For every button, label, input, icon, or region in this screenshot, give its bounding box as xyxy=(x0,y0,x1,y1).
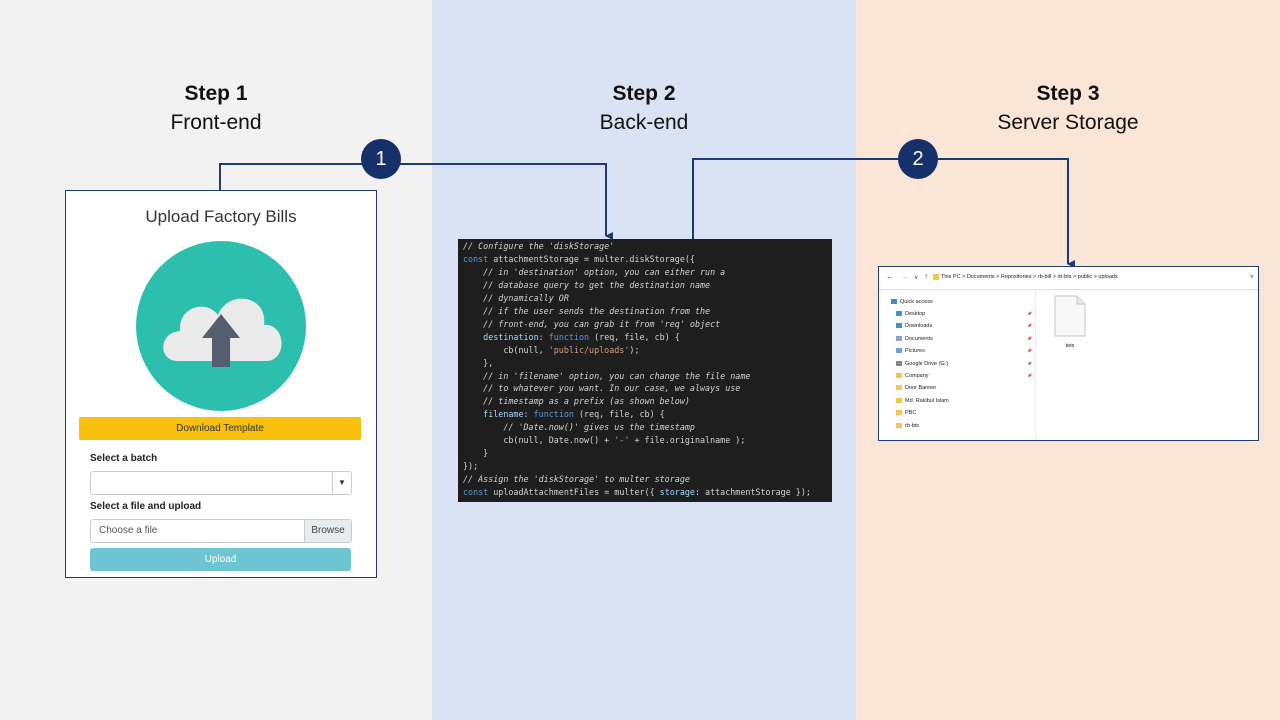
code-line: // if the user sends the destination fro… xyxy=(463,305,711,316)
code-line: }); xyxy=(463,461,479,472)
sidebar-item[interactable]: Documents xyxy=(896,336,933,342)
code-line: // 'Date.now()' gives us the timestamp xyxy=(463,422,695,433)
sidebar-item-label: Downloads xyxy=(905,323,933,330)
file-input-placeholder: Choose a file xyxy=(99,525,158,536)
code-line: const uploadAttachmentFiles = multer({ s… xyxy=(463,487,811,498)
sidebar-item[interactable]: Door Banner xyxy=(896,385,936,391)
browse-button[interactable]: Browse xyxy=(304,520,351,542)
step2-title: Step 2 xyxy=(612,82,676,105)
file-label: Select a file and upload xyxy=(90,501,202,512)
sidebar-item[interactable]: PBC xyxy=(896,410,916,416)
sidebar-item[interactable]: Desktop xyxy=(896,311,925,317)
file-explorer-window: ← → ∨ ↑ This PC > Documents > Repositori… xyxy=(878,266,1259,441)
file-name[interactable]: tets xyxy=(1065,343,1075,349)
sidebar-item-label: PBC xyxy=(905,410,917,417)
folder-path-icon xyxy=(933,273,939,282)
sidebar-item[interactable]: Pictures xyxy=(896,348,925,354)
connector-1 xyxy=(219,163,613,240)
sidebar-item[interactable]: Company xyxy=(896,373,929,379)
folder-icon xyxy=(896,422,902,428)
card-title: Upload Factory Bills xyxy=(145,207,297,226)
address-dropdown-icon[interactable]: ∨ xyxy=(1249,274,1254,280)
recent-chevron-icon[interactable]: ∨ xyxy=(914,275,919,281)
batch-select[interactable]: ▼ xyxy=(90,471,352,495)
sidebar-item[interactable]: rb-bts xyxy=(896,423,919,429)
code-line: // in 'filename' option, you can change … xyxy=(463,370,751,381)
dropdown-arrow-icon[interactable]: ▼ xyxy=(332,472,351,494)
step2-subtitle: Back-end xyxy=(599,111,689,134)
code-line: // database query to get the destination… xyxy=(463,279,711,290)
sidebar-item-label: Company xyxy=(905,373,929,379)
code-line: // Assign the 'diskStorage' to multer st… xyxy=(463,474,690,485)
code-line: cb(null, Date.now() + '-' + file.origina… xyxy=(463,435,746,446)
desktop-icon xyxy=(896,311,902,317)
address-bar: ← → ∨ ↑ This PC > Documents > Repositori… xyxy=(879,267,1258,290)
step2-heading: Step 2 Back-end xyxy=(432,80,856,138)
star-icon xyxy=(891,299,897,305)
code-line: const attachmentStorage = multer.diskSto… xyxy=(463,253,695,264)
sidebar-item-label: Desktop xyxy=(905,311,926,317)
connector-2 xyxy=(692,158,1075,268)
sidebar-item-label: Md. Rakibul Islam xyxy=(905,397,949,404)
pin-icon[interactable]: 📌 xyxy=(1027,335,1032,341)
code-line: // to whatever you want. In our case, we… xyxy=(463,383,741,394)
code-line: // front-end, you can grab it from 'req'… xyxy=(463,318,721,329)
file-input[interactable]: Choose a file Browse xyxy=(90,519,352,543)
forward-arrow-icon[interactable]: → xyxy=(901,272,909,281)
code-line: }, xyxy=(463,357,494,368)
upload-button[interactable]: Upload xyxy=(90,548,351,571)
step1-heading: Step 1 Front-end xyxy=(0,80,432,138)
sidebar-item[interactable]: Quick access xyxy=(891,299,933,305)
sidebar-item-label: rb-bts xyxy=(905,422,920,429)
pin-icon[interactable]: 📌 xyxy=(1027,323,1032,329)
pin-icon[interactable]: 📌 xyxy=(1027,373,1032,378)
code-line: } xyxy=(463,448,489,459)
step1-title: Step 1 xyxy=(184,82,248,105)
document-icon xyxy=(896,335,902,341)
sidebar-item-label: Pictures xyxy=(905,348,925,355)
step3-heading: Step 3 Server Storage xyxy=(856,80,1280,138)
folder-icon xyxy=(896,397,902,403)
code-line: filename: function (req, file, cb) { xyxy=(483,409,665,420)
code-line: destination: function (req, file, cb) { xyxy=(483,331,680,342)
step-badge-1: 1 xyxy=(361,139,401,179)
sidebar-item[interactable]: Md. Rakibul Islam xyxy=(896,398,949,404)
sidebar-item-label: Quick access xyxy=(900,299,933,305)
step-badge-2: 2 xyxy=(898,139,938,179)
folder-icon xyxy=(896,385,902,391)
sidebar-item-label: Google Drive (G:) xyxy=(905,360,949,367)
folder-icon xyxy=(896,373,902,379)
code-block: // Configure the 'diskStorage' const atta… xyxy=(458,239,832,502)
code-line: // timestamp as a prefix (as shown below… xyxy=(463,396,690,407)
sidebar-item-label: Door Banner xyxy=(905,385,937,392)
step3-title: Step 3 xyxy=(1036,82,1100,105)
download-icon xyxy=(896,323,902,329)
back-arrow-icon[interactable]: ← xyxy=(886,272,894,281)
upload-form-card: Upload Factory Bills Download Template S… xyxy=(65,190,377,578)
sidebar-item[interactable]: Downloads xyxy=(896,323,932,329)
sidebar-item-label: Documents xyxy=(905,335,933,342)
sidebar-item[interactable]: Google Drive (G:) xyxy=(896,361,948,367)
download-template-button[interactable]: Download Template xyxy=(79,417,361,440)
code-line: // Configure the 'diskStorage' xyxy=(463,241,615,251)
pin-icon[interactable]: 📌 xyxy=(1027,311,1032,316)
folder-icon xyxy=(896,410,902,416)
pin-icon[interactable]: 📌 xyxy=(1027,360,1032,366)
code-line: cb(null, 'public/uploads'); xyxy=(463,344,640,355)
address-path[interactable]: This PC > Documents > Repositories > rb-… xyxy=(941,274,1118,280)
step1-subtitle: Front-end xyxy=(170,111,262,134)
file-icon[interactable] xyxy=(1054,295,1086,337)
up-arrow-icon[interactable]: ↑ xyxy=(924,272,928,281)
code-line: // in 'destination' option, you can eith… xyxy=(463,266,726,277)
cloud-upload-icon xyxy=(136,241,306,411)
pin-icon[interactable]: 📌 xyxy=(1027,348,1032,354)
step3-subtitle: Server Storage xyxy=(997,111,1139,134)
drive-icon xyxy=(896,360,902,366)
code-line: // dynamically OR xyxy=(463,292,569,303)
batch-label: Select a batch xyxy=(90,453,158,464)
pictures-icon xyxy=(896,348,902,354)
